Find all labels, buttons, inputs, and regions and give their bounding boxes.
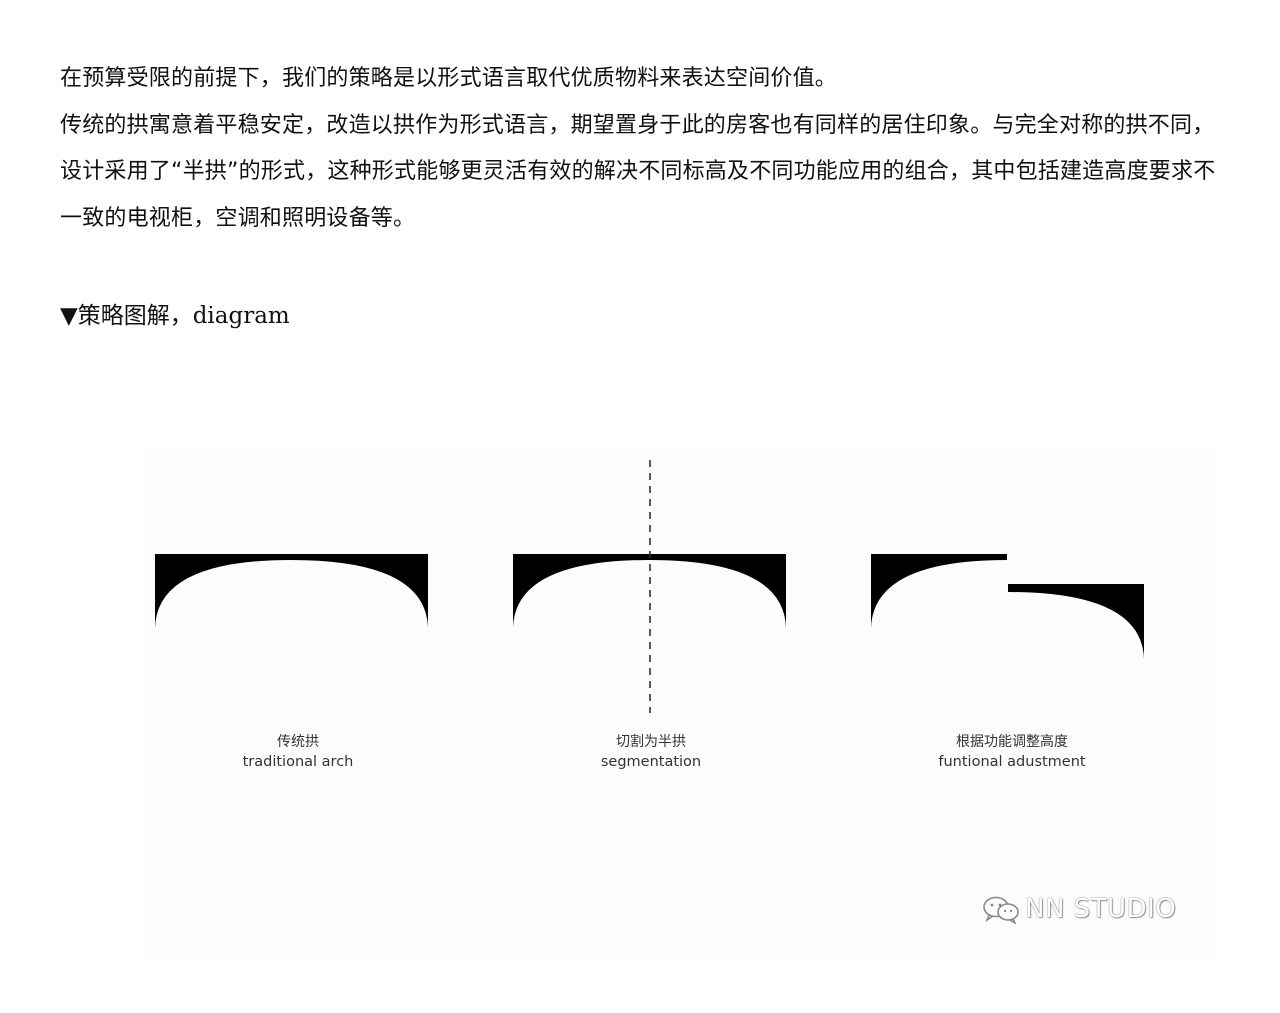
concept-paragraph: 传统的拱寓意着平稳安定，改造以拱作为形式语言，期望置身于此的房客也有同样的居住印… [60, 112, 1216, 231]
diagram-label-traditional: 传统拱 traditional arch [168, 732, 428, 772]
diagram-caption: ▼策略图解，diagram [60, 303, 290, 329]
label-zh: 传统拱 [277, 734, 319, 750]
left-half-arch-shape [871, 554, 1007, 628]
label-en: traditional arch [242, 754, 354, 770]
segmented-arch-shape [513, 554, 786, 628]
watermark-text: NN STUDIO [1025, 894, 1177, 924]
diagram-label-segmentation: 切割为半拱 segmentation [521, 732, 781, 772]
strategy-diagram: 传统拱 traditional arch 切割为半拱 segmentation … [143, 448, 1217, 961]
diagram-label-adjustment: 根据功能调整高度 funtional adustment [882, 732, 1142, 772]
label-en: segmentation [600, 754, 702, 770]
studio-watermark: NN STUDIO [981, 894, 1176, 924]
label-zh: 切割为半拱 [616, 734, 686, 750]
wechat-icon [981, 894, 1021, 924]
article-body: 在预算受限的前提下，我们的策略是以形式语言取代优质物料来表达空间价值。 传统的拱… [60, 56, 1220, 242]
intro-paragraph: 在预算受限的前提下，我们的策略是以形式语言取代优质物料来表达空间价值。 [60, 66, 838, 91]
arch-diagram-svg [155, 460, 1144, 713]
label-en: funtional adustment [938, 754, 1086, 770]
traditional-arch-shape [155, 554, 428, 628]
label-zh: 根据功能调整高度 [956, 734, 1068, 750]
right-half-arch-shape [1008, 584, 1144, 659]
